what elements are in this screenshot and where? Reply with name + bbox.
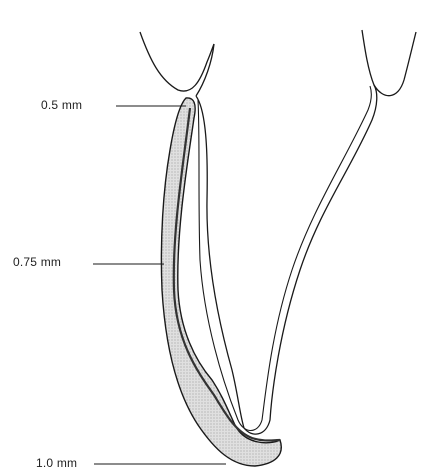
tooth-crown-outline bbox=[196, 44, 377, 434]
tooth-inner-outline bbox=[198, 86, 371, 431]
right-gingiva-outline bbox=[362, 30, 416, 96]
cervical-thickness-label: 0.5 mm bbox=[41, 98, 82, 112]
incisal-thickness-label: 1.0 mm bbox=[36, 456, 77, 470]
axial-thickness-label: 0.75 mm bbox=[13, 255, 61, 269]
